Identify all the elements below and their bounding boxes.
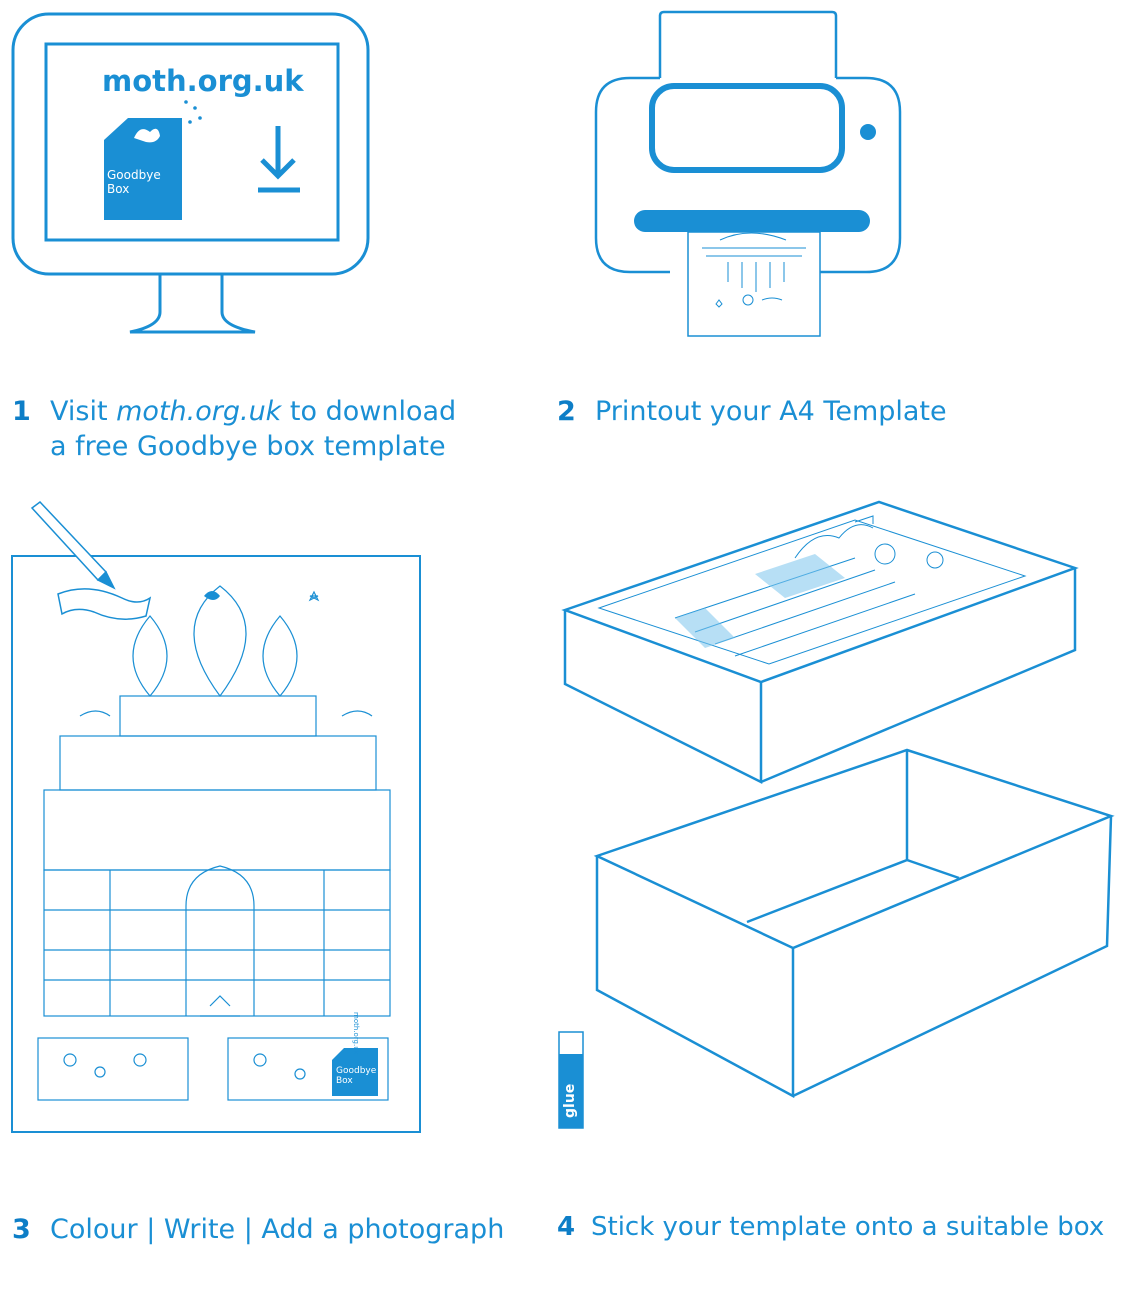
step-3-text: Colour | Write | Add a photograph: [50, 1214, 505, 1245]
step-4-text: Stick your template onto a suitable box: [591, 1212, 1105, 1242]
box-base: [593, 748, 1115, 1099]
step-1-number: 1: [12, 396, 31, 427]
glue-stick-icon: [558, 1031, 584, 1129]
template-credit: moth.org.uk: [352, 1012, 360, 1055]
computer-monitor-icon: [11, 12, 370, 334]
website-url[interactable]: moth.org.uk: [102, 64, 304, 98]
step-3-caption: 3 Colour | Write | Add a photograph: [12, 1212, 532, 1248]
printer-icon: [594, 10, 902, 337]
step-2-number: 2: [557, 396, 576, 427]
coloured-template-sheet: [11, 500, 421, 1133]
step-4-number: 4: [557, 1212, 576, 1242]
step-1-website-link[interactable]: moth.org.uk: [116, 396, 282, 427]
download-arrow-icon: [258, 126, 300, 193]
logo-label-line2: Box: [107, 182, 130, 196]
goodbye-box-logo: [332, 1048, 378, 1096]
step-4-caption: 4 Stick your template onto a suitable bo…: [557, 1210, 1117, 1246]
step-3-number: 3: [12, 1214, 31, 1245]
goodbye-box-logo: [104, 118, 182, 220]
box-assembly: [558, 500, 1115, 1129]
step-3-illustration: Goodbye Box moth.org.uk: [10, 500, 424, 1136]
printed-template-preview: [702, 232, 806, 308]
step-1-text-post: to download: [281, 396, 457, 427]
step-1-text-pre: Visit: [50, 396, 117, 427]
pencil-icon: [30, 500, 116, 590]
step-1-text-line2: a free Goodbye box template: [50, 431, 446, 462]
step-1-caption: 1 Visit moth.org.uk to download a free G…: [12, 394, 472, 466]
palace-line-art: [37, 585, 391, 1101]
logo-label-line1: Goodbye: [107, 168, 161, 182]
box-lid: [561, 500, 1079, 785]
glue-label: glue: [562, 1083, 578, 1118]
template-logo-line1: Goodbye: [336, 1066, 377, 1076]
template-logo-line2: Box: [336, 1076, 353, 1086]
step-2-caption: 2 Printout your A4 Template: [557, 394, 977, 430]
step-1-illustration: moth.org.uk Goodbye Box: [10, 10, 372, 340]
step-4-illustration: glue: [555, 498, 1115, 1134]
step-2-text: Printout your A4 Template: [595, 396, 947, 427]
step-2-illustration: [590, 8, 910, 343]
